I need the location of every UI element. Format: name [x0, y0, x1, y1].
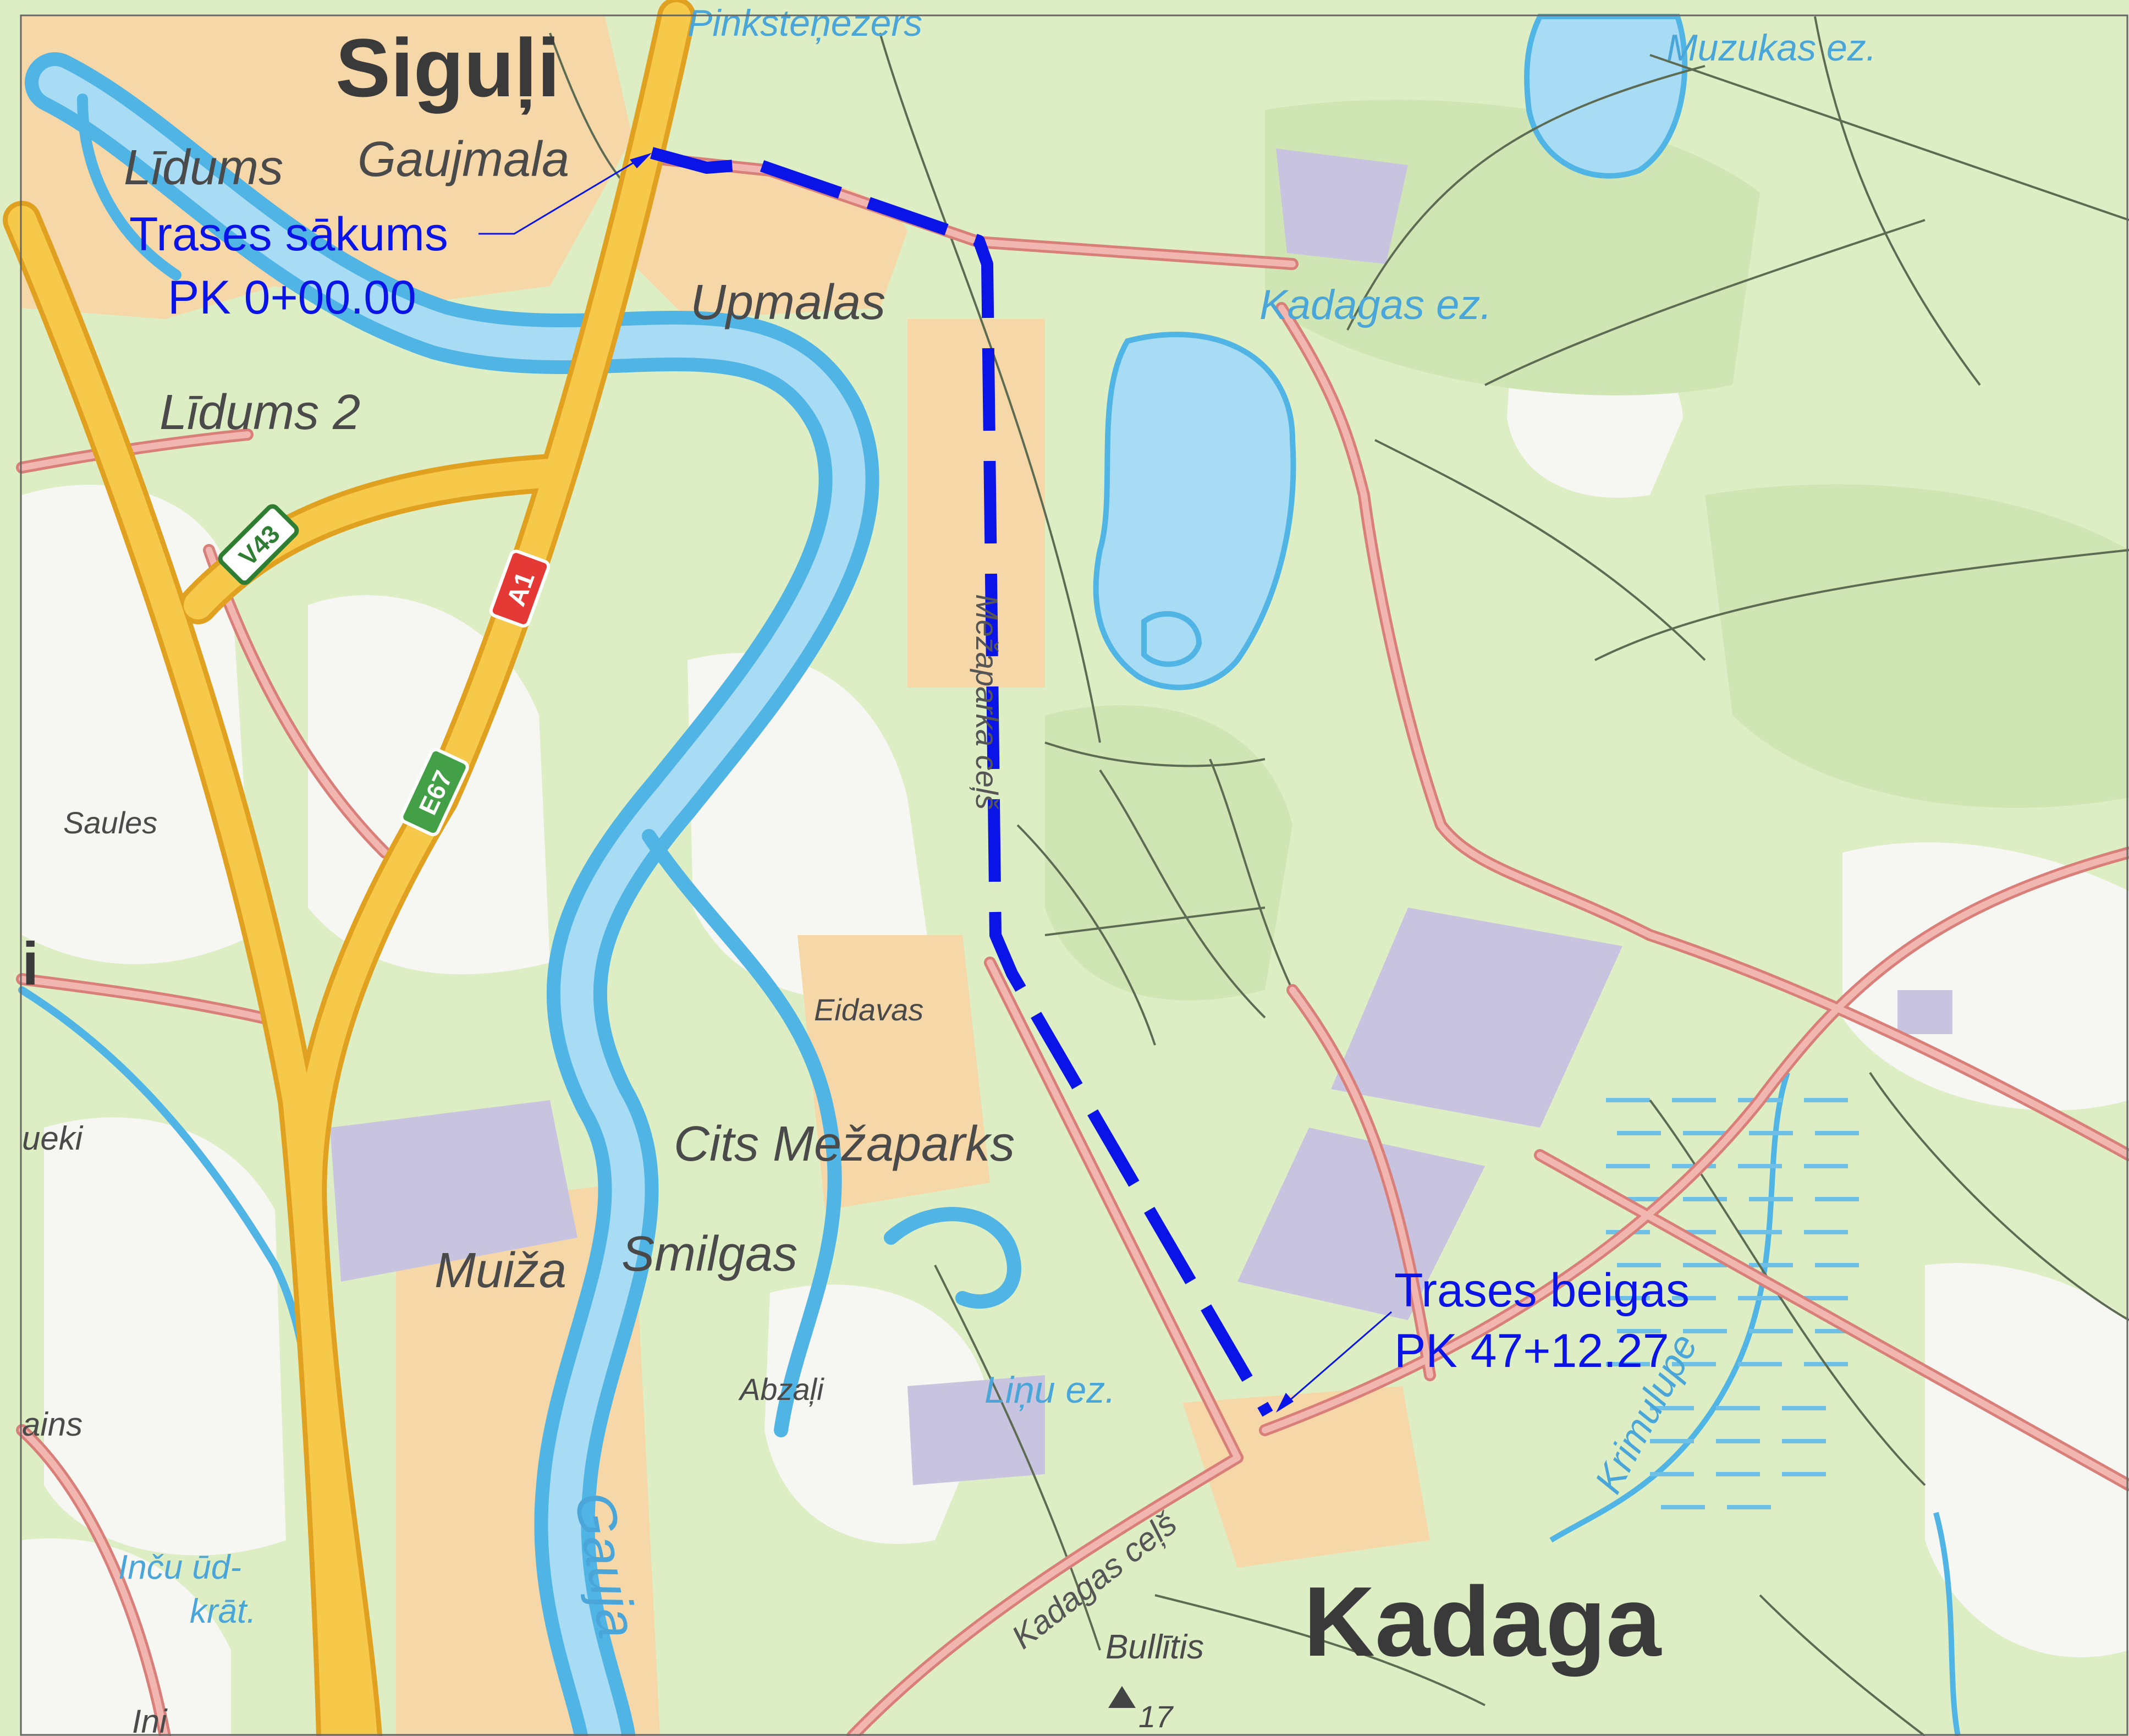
- river-gauja: [18, 52, 1021, 1736]
- open-land-areas: [22, 323, 2129, 1736]
- leader-end: [1286, 1311, 1392, 1404]
- shield-a1: A1: [489, 550, 551, 628]
- label-linu-ez: Liņu ez.: [984, 1369, 1115, 1411]
- label-abzari: Abzaļi: [738, 1372, 824, 1407]
- label-bottom-ini: Ini: [132, 1703, 168, 1736]
- streams: [1549, 1072, 1961, 1736]
- route-end-title: Trases beigas: [1394, 1264, 1690, 1317]
- route-line: [650, 147, 1273, 1417]
- label-cits-mezaparks: Cits Mežaparks: [674, 1117, 1015, 1172]
- place-labels-large: Siguļi Kadaga: [335, 21, 1662, 1677]
- label-saules: Saules: [63, 805, 157, 840]
- place-labels-medium: Līdums Gaujmala Upmalas Līdums 2 Cits Me…: [124, 132, 1015, 1298]
- label-mezaparka-iela: Mežaparka ceļš: [969, 594, 1004, 810]
- place-labels-small: Saules Eidavas Abzaļi Bullītis i ueki ai…: [22, 805, 1204, 1736]
- triangle-marker-icon: [1108, 1686, 1136, 1708]
- route-end-pk: PK 47+12.27: [1394, 1325, 1669, 1377]
- label-smilgas: Smilgas: [621, 1227, 797, 1282]
- road-shields: V43 A1 E67: [218, 504, 551, 837]
- lake-kadagas: [1093, 332, 1296, 690]
- label-left-ains: ains: [22, 1406, 82, 1443]
- leader-lines: [478, 156, 1392, 1404]
- lake-pond-1: [1141, 611, 1202, 667]
- label-left-ueki: ueki: [22, 1120, 84, 1157]
- label-kadaga: Kadaga: [1303, 1567, 1662, 1677]
- label-muzukas: Muzukas ez.: [1666, 27, 1877, 69]
- label-lidums: Līdums: [124, 140, 283, 195]
- label-siguli: Siguļi: [335, 21, 560, 115]
- project-route: [650, 147, 1273, 1417]
- built-up-areas: [330, 149, 1952, 1485]
- label-muiza: Muiža: [434, 1243, 566, 1298]
- label-eidavas: Eidavas: [814, 992, 923, 1027]
- leader-arrowheads: [630, 153, 1294, 1413]
- shield-e67: E67: [400, 748, 469, 837]
- label-pinkstenezers: Pinksteņezers: [687, 2, 922, 45]
- label-bullitis: Bullītis: [1105, 1628, 1204, 1666]
- label-kadagas-ez: Kadagas ez.: [1259, 282, 1492, 328]
- label-incu-1: Inču ūd-: [118, 1548, 241, 1586]
- forest-tracks: [549, 16, 2129, 1736]
- map-frame: [20, 14, 2128, 1736]
- label-lidums2: Līdums 2: [159, 385, 360, 440]
- leader-start: [478, 156, 644, 235]
- route-start-pk: PK 0+00.00: [168, 271, 416, 324]
- highways: [3, 0, 696, 1736]
- label-left-i: i: [22, 930, 39, 998]
- label-gaujmala: Gaujmala: [357, 132, 569, 187]
- route-annotations: Trases sākums PK 0+00.00 Trases beigas P…: [129, 208, 1690, 1377]
- label-upmalas: Upmalas: [690, 275, 885, 330]
- route-start-title: Trases sākums: [129, 208, 448, 261]
- label-num-17: 17: [1138, 1699, 1174, 1734]
- label-incu-2: krāt.: [190, 1592, 256, 1630]
